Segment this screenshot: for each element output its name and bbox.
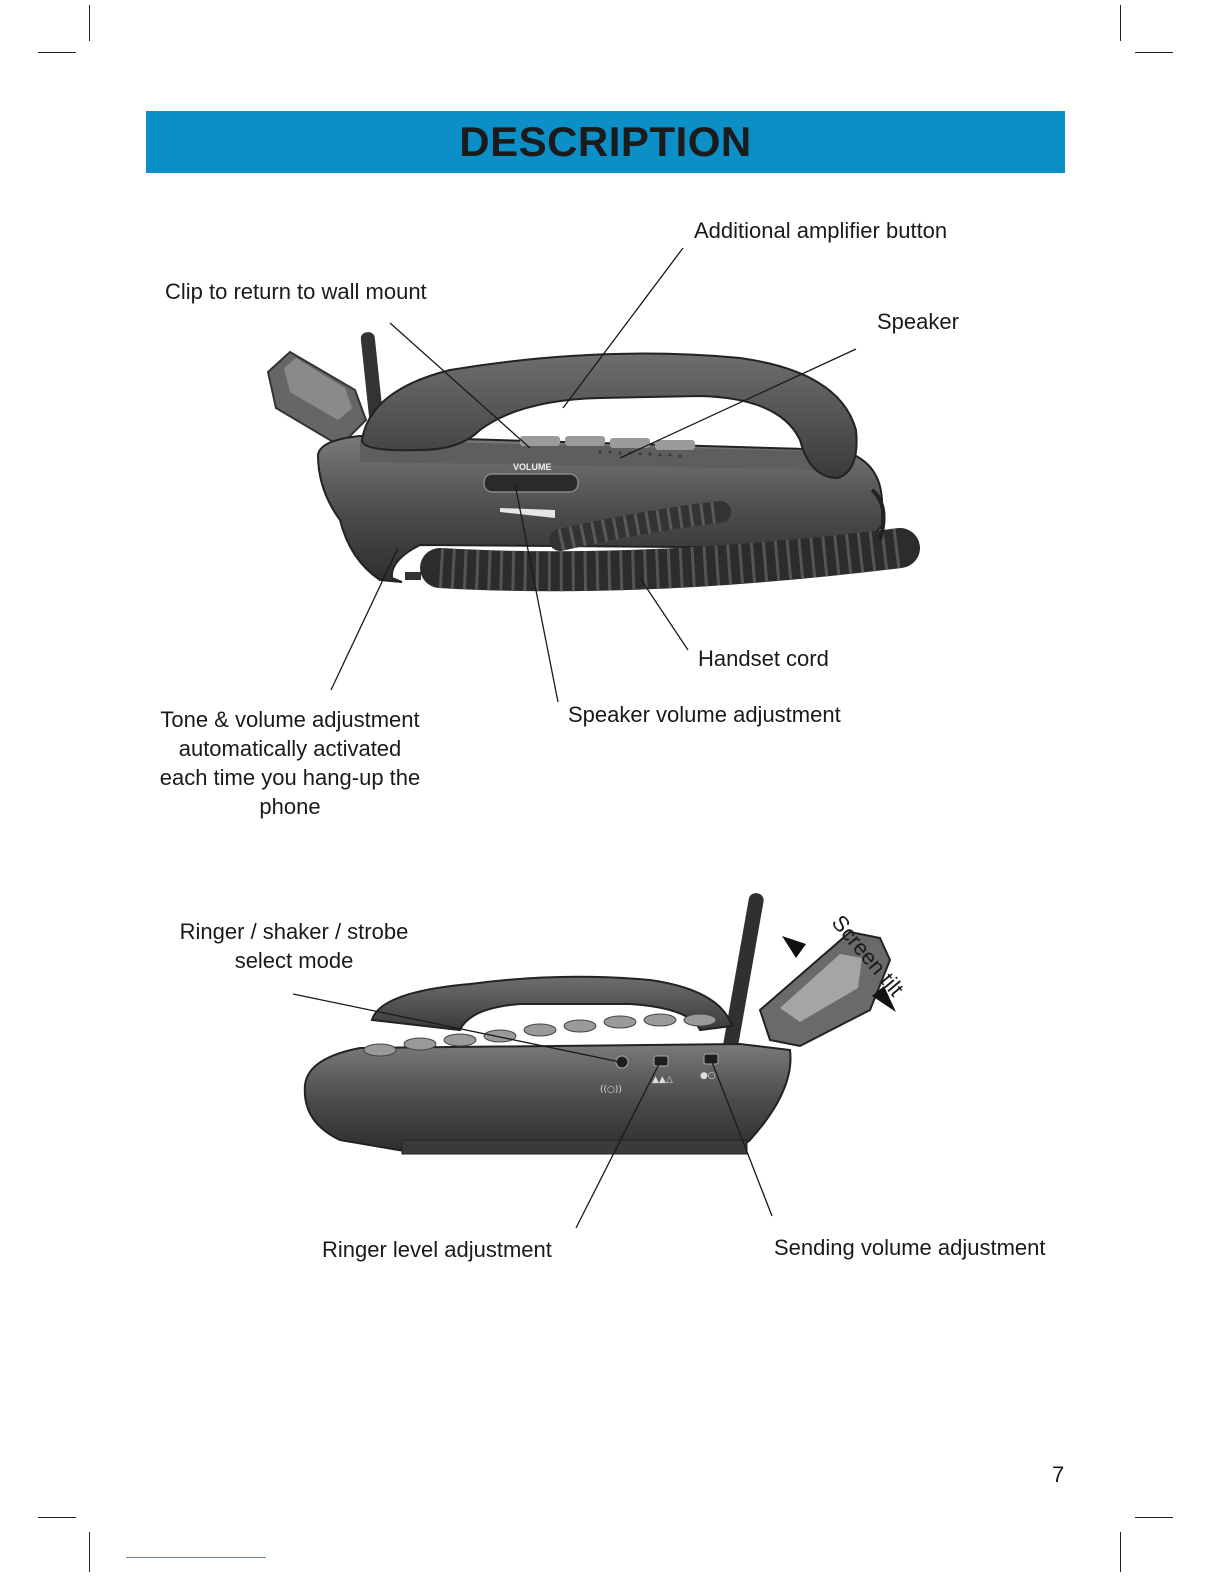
svg-text:((○)): ((○))	[600, 1085, 622, 1095]
tilt-arrow-up-icon	[782, 936, 806, 958]
label-ringer-mode-line: select mode	[154, 946, 434, 975]
label-ringer-level: Ringer level adjustment	[322, 1235, 552, 1264]
svg-text:●○: ●○	[700, 1071, 716, 1081]
ringer-level-switch-icon	[654, 1056, 668, 1066]
label-speaker-volume: Speaker volume adjustment	[568, 700, 841, 729]
label-handset-cord: Handset cord	[698, 644, 829, 673]
label-tone-line: Tone & volume adjustment	[140, 705, 440, 734]
label-speaker: Speaker	[877, 307, 959, 336]
label-amplifier-button: Additional amplifier button	[694, 216, 947, 245]
label-ringer-mode: Ringer / shaker / strobe select mode	[154, 917, 434, 975]
display-screen-icon	[268, 352, 366, 446]
volume-marking: VOLUME	[513, 462, 552, 472]
page-number: 7	[1052, 1462, 1064, 1488]
antenna-icon	[722, 892, 765, 1054]
label-sending-volume: Sending volume adjustment	[774, 1233, 1046, 1262]
label-tone-line: phone	[140, 792, 440, 821]
svg-text:▲▲△: ▲▲△	[652, 1075, 673, 1085]
label-tone-line: each time you hang-up the	[140, 763, 440, 792]
speaker-volume-slider-icon	[484, 474, 578, 492]
label-tone-line: automatically activated	[140, 734, 440, 763]
footer-rule	[126, 1557, 266, 1558]
label-tone-volume: Tone & volume adjustment automatically a…	[140, 705, 440, 821]
label-clip-wall-mount: Clip to return to wall mount	[165, 277, 427, 306]
phone-front-view: VOLUME	[268, 332, 900, 582]
sending-volume-switch-icon	[704, 1054, 718, 1064]
label-ringer-mode-line: Ringer / shaker / strobe	[154, 917, 434, 946]
